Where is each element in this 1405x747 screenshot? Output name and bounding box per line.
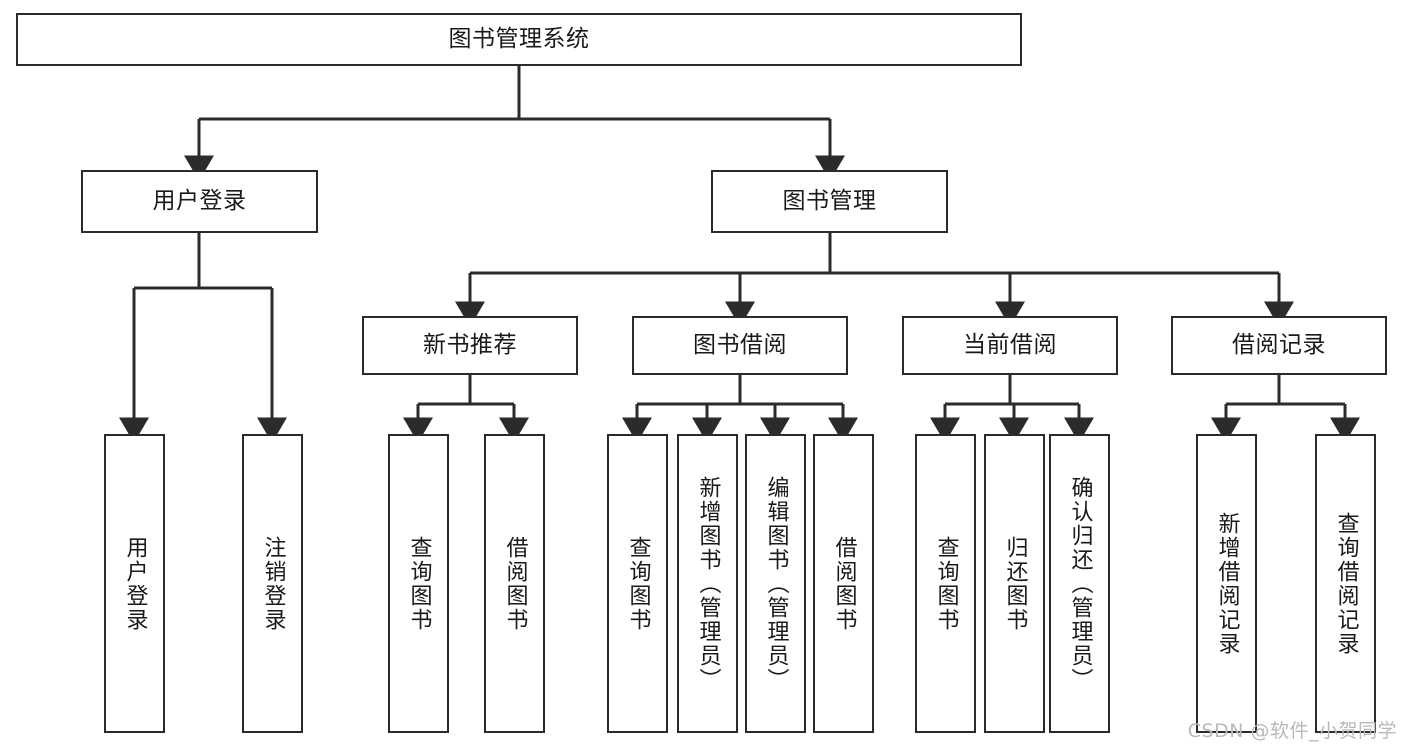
node-leaf-edit-book[interactable]: 编辑图书（管理员） [745, 434, 806, 733]
node-leaf-edit-book-label: 编辑图书（管理员） [763, 475, 789, 692]
node-leaf-return-book[interactable]: 归还图书 [984, 434, 1045, 733]
node-borrow-record-label: 借阅记录 [1232, 331, 1326, 358]
node-leaf-query-borrow-record-label: 查询借阅记录 [1333, 511, 1359, 656]
node-current-borrow-label: 当前借阅 [963, 331, 1057, 358]
node-leaf-query-book-2-label: 查询图书 [625, 535, 651, 632]
node-user-login-label: 用户登录 [152, 187, 247, 214]
node-leaf-add-borrow-record[interactable]: 新增借阅记录 [1196, 434, 1257, 733]
node-leaf-add-book-label: 新增图书（管理员） [695, 475, 721, 692]
node-leaf-query-book-1-label: 查询图书 [406, 535, 432, 632]
node-leaf-query-borrow-record[interactable]: 查询借阅记录 [1315, 434, 1376, 733]
node-leaf-add-book[interactable]: 新增图书（管理员） [677, 434, 738, 733]
node-book-management-label: 图书管理 [782, 187, 877, 214]
node-root-book-management-system[interactable]: 图书管理系统 [16, 13, 1022, 66]
node-leaf-logout[interactable]: 注销登录 [242, 434, 303, 733]
node-user-login[interactable]: 用户登录 [81, 170, 318, 233]
node-leaf-query-book-1[interactable]: 查询图书 [388, 434, 449, 733]
node-borrow-record[interactable]: 借阅记录 [1171, 316, 1387, 375]
node-leaf-borrow-book-1[interactable]: 借阅图书 [484, 434, 545, 733]
node-new-book-recommendation-label: 新书推荐 [423, 331, 517, 358]
node-leaf-confirm-return[interactable]: 确认归还（管理员） [1049, 434, 1110, 733]
node-leaf-borrow-book-2[interactable]: 借阅图书 [813, 434, 874, 733]
node-leaf-logout-label: 注销登录 [260, 535, 286, 632]
node-root-label: 图书管理系统 [448, 25, 590, 52]
node-leaf-query-book-3-label: 查询图书 [933, 535, 959, 632]
node-leaf-borrow-book-2-label: 借阅图书 [831, 535, 857, 632]
node-leaf-user-login[interactable]: 用户登录 [104, 434, 165, 733]
node-leaf-query-book-3[interactable]: 查询图书 [915, 434, 976, 733]
node-book-management[interactable]: 图书管理 [711, 170, 948, 233]
node-book-borrow-label: 图书借阅 [693, 331, 787, 358]
csdn-watermark: CSDN @软件_小贺同学 [1187, 720, 1397, 742]
node-leaf-return-book-label: 归还图书 [1002, 535, 1028, 632]
node-leaf-confirm-return-label: 确认归还（管理员） [1067, 475, 1093, 692]
node-new-book-recommendation[interactable]: 新书推荐 [362, 316, 578, 375]
node-leaf-add-borrow-record-label: 新增借阅记录 [1214, 511, 1240, 656]
node-leaf-borrow-book-1-label: 借阅图书 [502, 535, 528, 632]
node-current-borrow[interactable]: 当前借阅 [902, 316, 1118, 375]
node-leaf-user-login-label: 用户登录 [122, 535, 148, 632]
node-book-borrow[interactable]: 图书借阅 [632, 316, 848, 375]
node-leaf-query-book-2[interactable]: 查询图书 [607, 434, 668, 733]
